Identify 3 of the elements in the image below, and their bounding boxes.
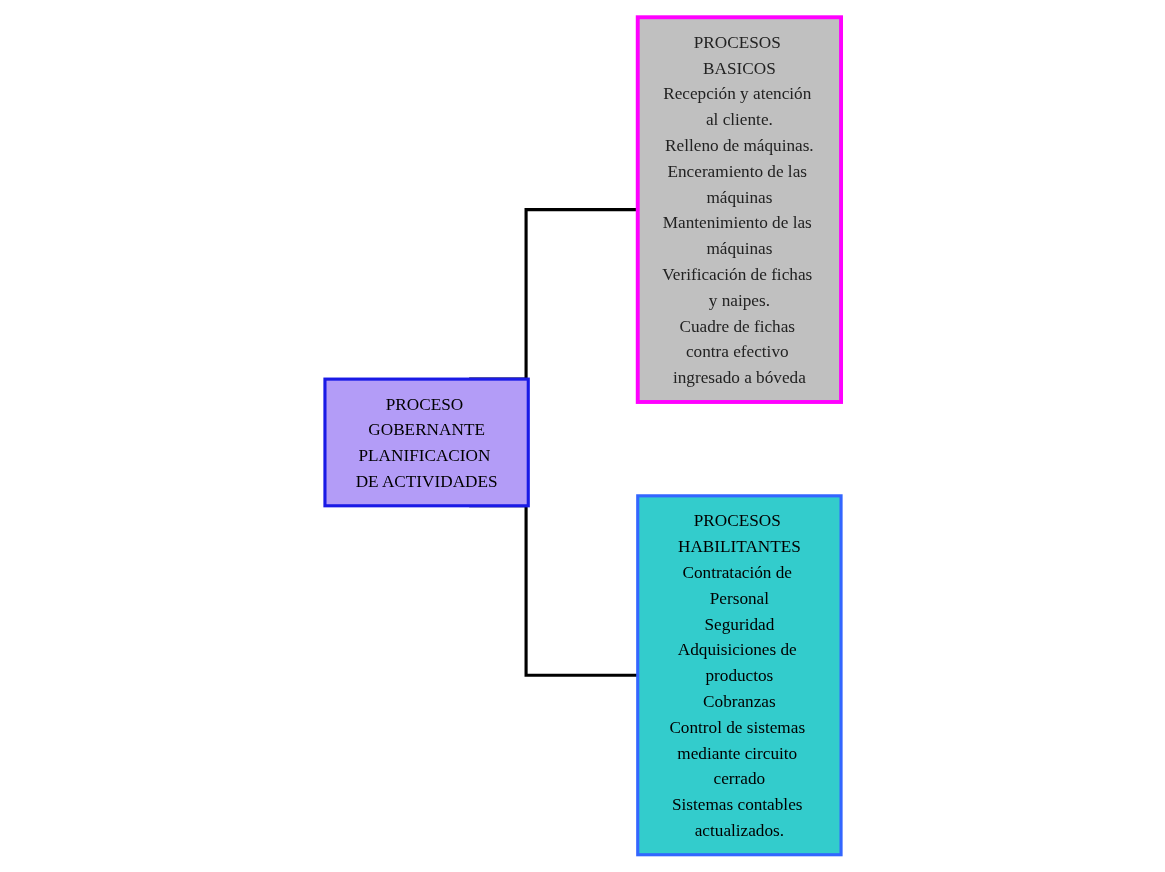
node-box: PROCESOS BASICOS Recepción y atención al cliente. Relleno de máquinas. Enceramiento de las máquinas Mantenimiento de las máquinas Verificación de fichas y naipes. Cuadre de fichas contra efectivo ingresado a bóveda [635, 15, 843, 404]
node-box: PROCESO GOBERNANTE PLANIFICACION DE ACTIVIDADES [322, 377, 530, 508]
node-box: PROCESOS HABILITANTES Contratación de Personal Seguridad Adquisiciones de productos Cobranzas Control de sistemas mediante circuito cerrado Sistemas contables actualizados. [635, 494, 843, 857]
